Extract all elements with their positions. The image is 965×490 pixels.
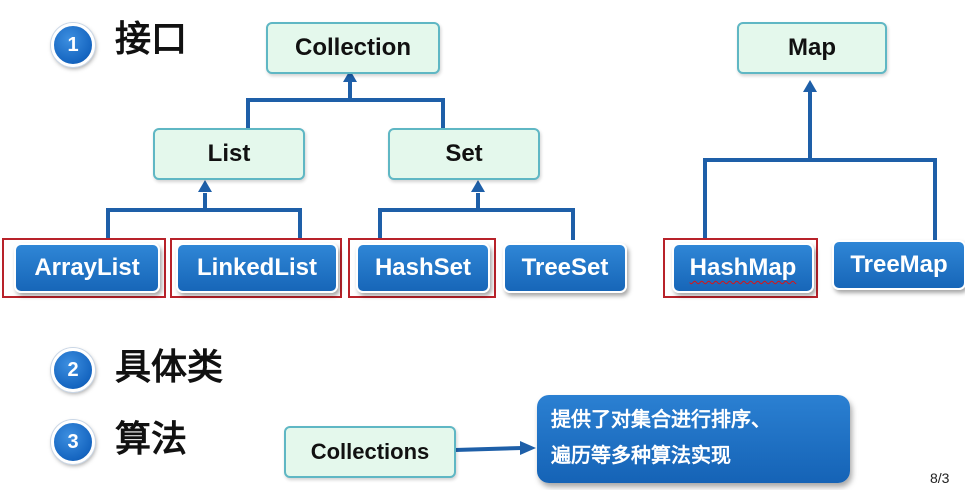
section-2-title: 具体类 [115, 347, 224, 388]
hashmap-label: HashMap [689, 254, 797, 281]
collection-node: Collection [266, 22, 440, 74]
hashmap-highlight [663, 238, 818, 298]
treeset-node: TreeSet [503, 243, 627, 293]
collections-node: Collections [284, 426, 456, 478]
linkedlist-highlight [170, 238, 342, 298]
note-line-1: 提供了对集合进行排序、 [551, 407, 771, 431]
arraylist-node: ArrayList [14, 243, 160, 293]
section-3-badge: 3 [51, 420, 95, 464]
hashmap-node: HashMap [672, 243, 814, 293]
note-line-2: 遍历等多种算法实现 [551, 443, 731, 467]
collection-arrow-icon [343, 70, 357, 82]
map-arrow-icon [803, 80, 817, 92]
algorithm-note: 提供了对集合进行排序、 遍历等多种算法实现 [537, 395, 850, 483]
linkedlist-node: LinkedList [176, 243, 338, 293]
hashset-highlight [348, 238, 496, 298]
treemap-node: TreeMap [832, 240, 965, 290]
section-2-badge: 2 [51, 348, 95, 392]
set-node: Set [388, 128, 540, 180]
hashset-node: HashSet [356, 243, 490, 293]
page-number: 8/3 [930, 470, 950, 486]
list-arrow-icon [198, 180, 212, 192]
map-node: Map [737, 22, 887, 74]
section-1-badge: 1 [51, 23, 95, 67]
collections-arrow-icon [520, 441, 536, 455]
list-node: List [153, 128, 305, 180]
set-arrow-icon [471, 180, 485, 192]
section-1-title: 接口 [115, 19, 188, 60]
arraylist-highlight [2, 238, 166, 298]
section-3-title: 算法 [115, 419, 188, 460]
